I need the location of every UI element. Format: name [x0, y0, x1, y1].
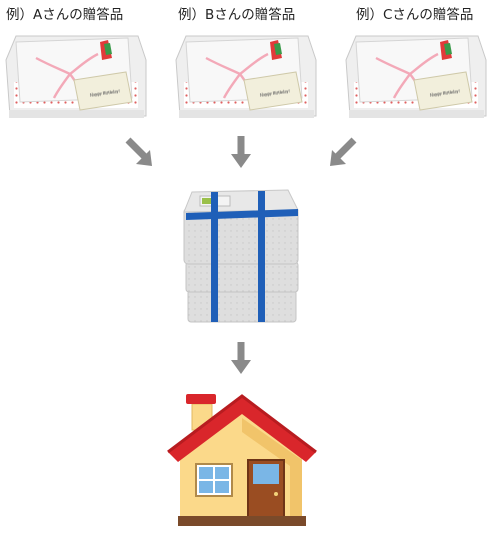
- stacked-package: [183, 189, 299, 323]
- gift-box-b: Happy Birthday!: [174, 34, 318, 120]
- arrow-from-b: [231, 136, 251, 168]
- caption-gift-b: 例）Bさんの贈答品: [178, 7, 296, 23]
- arrow-to-house: [231, 342, 251, 374]
- house-icon: [167, 394, 317, 526]
- gift-box-c: Happy Birthday!: [344, 34, 488, 120]
- gift-box-a: Happy Birthday!: [4, 34, 148, 120]
- gift-card-text-a: Happy Birthday!: [90, 90, 121, 98]
- caption-gift-c: 例）Cさんの贈答品: [356, 7, 474, 23]
- arrow-from-a: [125, 137, 152, 166]
- caption-gift-a: 例）Aさんの贈答品: [6, 7, 124, 23]
- gift-card-text-c: Happy Birthday!: [430, 90, 461, 98]
- arrow-from-c: [330, 137, 357, 166]
- gift-card-text-b: Happy Birthday!: [260, 90, 291, 98]
